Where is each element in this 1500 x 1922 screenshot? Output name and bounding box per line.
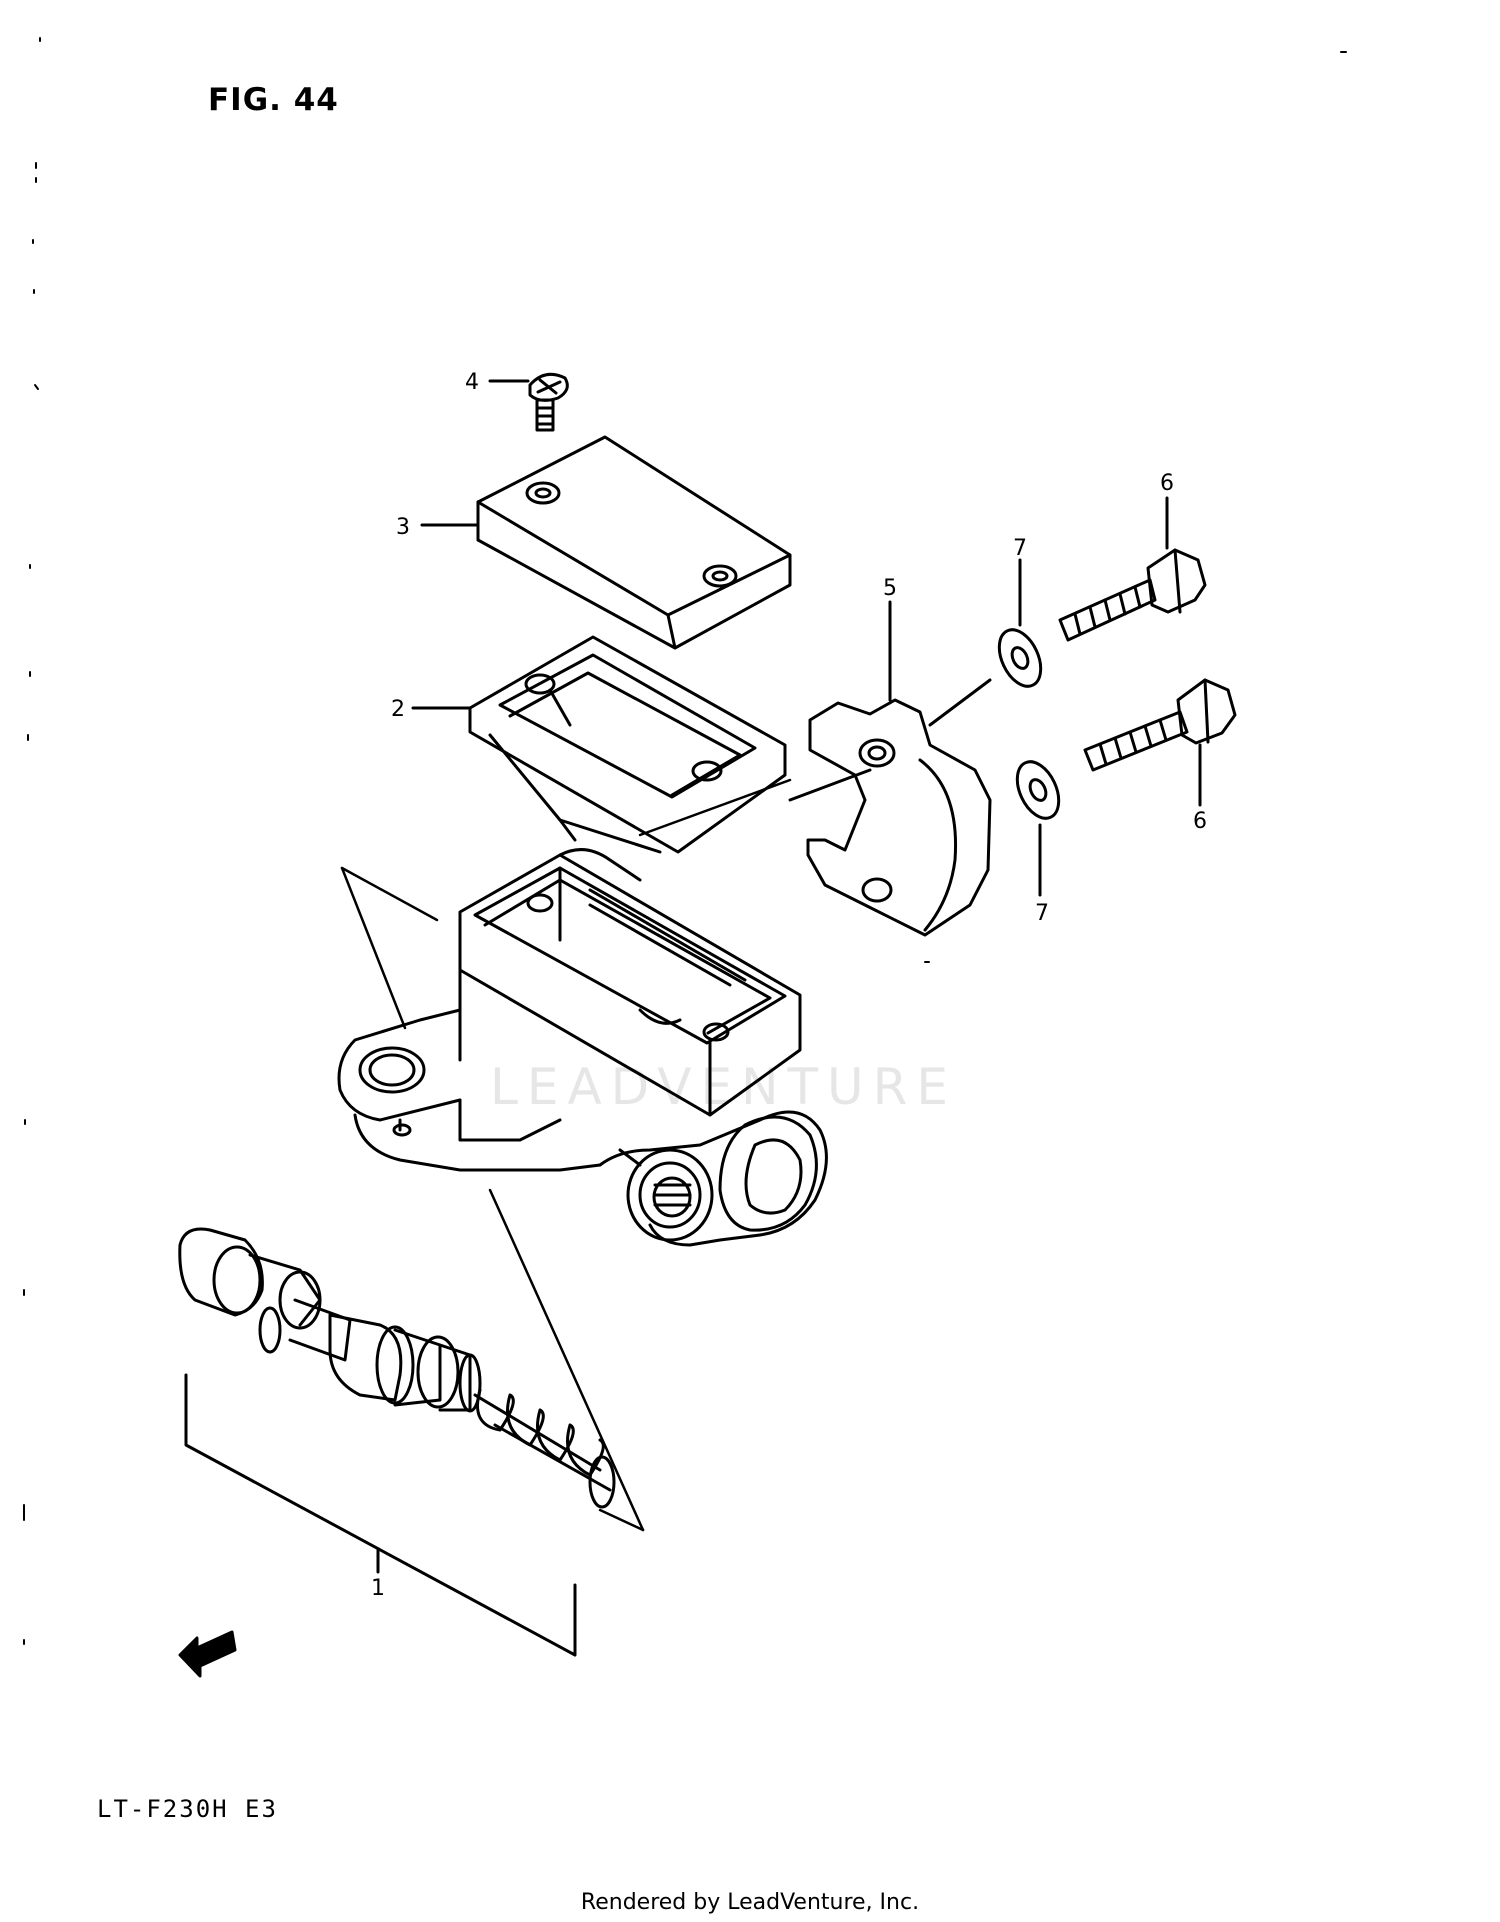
callout-4: 4 bbox=[465, 370, 479, 395]
bolt-6-lower bbox=[1083, 678, 1237, 807]
kit-bracket bbox=[184, 1373, 577, 1657]
screw-4 bbox=[488, 372, 569, 432]
model-code: LT-F230H E3 bbox=[97, 1795, 278, 1823]
washer-7-upper bbox=[997, 558, 1043, 688]
callout-6-upper: 6 bbox=[1160, 471, 1174, 496]
assembly-guide-lines bbox=[340, 778, 792, 1532]
piston-kit-1 bbox=[178, 1227, 616, 1657]
watermark-text: LEADVENTURE bbox=[490, 1058, 957, 1116]
callout-7-upper: 7 bbox=[1013, 536, 1027, 561]
washer-7-lower bbox=[1015, 760, 1061, 897]
callout-6-lower: 6 bbox=[1193, 809, 1207, 834]
reservoir-cap-3 bbox=[420, 435, 792, 650]
callout-5: 5 bbox=[883, 576, 897, 601]
fwd-arrow-icon bbox=[178, 1630, 237, 1678]
callout-3: 3 bbox=[396, 515, 410, 540]
footer-credit: Rendered by LeadVenture, Inc. bbox=[580, 1890, 920, 1915]
callout-1: 1 bbox=[371, 1576, 385, 1601]
diaphragm-2 bbox=[411, 635, 787, 854]
callout-2: 2 bbox=[391, 697, 405, 722]
master-cylinder-body bbox=[337, 848, 828, 1247]
callout-7-lower: 7 bbox=[1035, 901, 1049, 926]
scan-specks bbox=[23, 37, 1347, 1645]
bolt-6-upper bbox=[1058, 496, 1207, 642]
clamp-5 bbox=[788, 600, 992, 937]
figure-title: FIG. 44 bbox=[208, 82, 339, 118]
